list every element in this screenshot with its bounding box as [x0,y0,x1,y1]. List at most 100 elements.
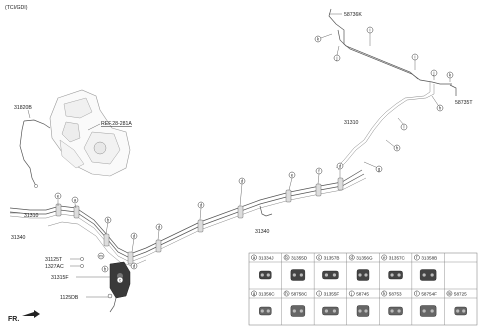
callout-i-top: i [366,26,374,34]
legend-part-code: 58754F [421,291,437,296]
svg-text:b: b [104,267,107,272]
svg-text:l: l [404,125,405,130]
legend-cell-l: l 58754F [414,290,437,317]
callout-d-left: d [155,223,163,231]
pipe-clips [55,177,344,265]
callout-j-right: j [430,69,438,77]
svg-text:b: b [107,218,110,223]
part-label-31310-left: 31310 [24,213,39,219]
svg-text:d: d [339,164,342,169]
callout-c: c [116,276,124,284]
part-label-31315f: 31315F [51,275,69,281]
part-label-31340-left: 31340 [11,235,26,241]
legend-part-code: 31356G [356,255,373,260]
variant-label: (TCI/GDI) [5,5,28,11]
svg-text:c: c [119,278,121,283]
legend-part-illustration [454,306,467,316]
legend-part-code: 58758C [291,291,308,296]
legend-letter: h [285,291,288,296]
legend-part-code: 31357B [324,255,340,260]
legend-letter: i [319,291,320,296]
callout-k-top: k [314,35,322,43]
legend-part-illustration [419,269,437,281]
callout-e-left: e [54,192,62,200]
legend-part-code: 31356C [259,291,276,296]
callout-f: f [315,167,323,175]
callout-j-top: j [333,54,341,62]
part-label-31340-center: 31340 [255,229,270,235]
legend-part-illustration [356,305,370,317]
legend-letter: l [416,291,417,296]
svg-text:g: g [378,167,381,172]
legend-cell-c: c 31357B [316,254,340,280]
callout-d-center: d [238,177,246,185]
callout-l: l [400,123,408,131]
legend-part-code: 31355F [324,291,340,296]
legend-part-illustration [290,305,306,317]
callout-d-mid: d [197,201,205,209]
svg-text:h: h [439,106,442,111]
svg-text:d: d [133,264,136,269]
svg-text:j: j [433,71,435,76]
legend-part-code: 58745 [356,291,369,296]
legend-letter: c [318,255,320,260]
svg-text:a: a [74,198,77,203]
legend-cell-i: i 31355F [316,290,340,316]
svg-text:k: k [317,37,320,42]
callout-h-right: h [436,104,444,112]
legend-letter: m [448,291,452,296]
svg-text:d: d [200,203,203,208]
legend-part-code: 31334J [259,255,274,260]
upper-right-pipe-assembly [328,8,457,171]
callout-k-right: k [446,71,454,79]
legend-letter: k [383,291,386,296]
legend-part-illustration [322,306,339,316]
legend-part-code: 31355D [291,255,308,260]
legend-part-code: 31357C [389,255,406,260]
front-direction-label: FR. [8,316,19,323]
legend-letter: f [416,255,418,260]
legend-part-illustration [322,270,339,280]
legend-letter: b [285,255,288,260]
svg-text:d: d [158,225,161,230]
legend-part-code: 31358B [421,255,437,260]
legend-part-illustration [259,306,272,316]
svg-text:i: i [415,55,416,60]
part-label-58736k: 58736K [344,12,362,18]
svg-text:k: k [449,73,452,78]
legend-part-code: 58753 [389,291,402,296]
callout-g: g [375,165,383,173]
svg-text:d: d [241,179,244,184]
svg-text:m: m [99,254,103,259]
svg-text:j: j [336,56,338,61]
svg-text:f: f [318,169,320,174]
callout-m: m [97,252,105,260]
callout-i-mid: i [411,53,419,61]
legend-letter: g [253,291,256,296]
part-label-1125db: 1125DB [60,295,79,301]
legend-part-illustration [259,270,272,280]
callout-d-low: d [130,232,138,240]
callout-b: b [104,216,112,224]
reference-label: REF.28-281A [101,121,132,127]
part-label-31125t: 31125T [45,257,63,263]
part-label-31820b: 31820B [14,105,32,111]
legend-part-illustration [388,270,403,280]
part-label-31310-right: 31310 [344,120,359,126]
legend-letter: j [350,291,352,296]
part-label-1327ac: 1327AC [45,264,64,270]
callout-a: a [71,196,79,204]
legend-part-illustration [290,269,306,281]
callout-e-right: e [288,171,296,179]
part-label-58735t: 58735T [455,100,473,106]
engine-assembly-drawing [49,89,131,177]
